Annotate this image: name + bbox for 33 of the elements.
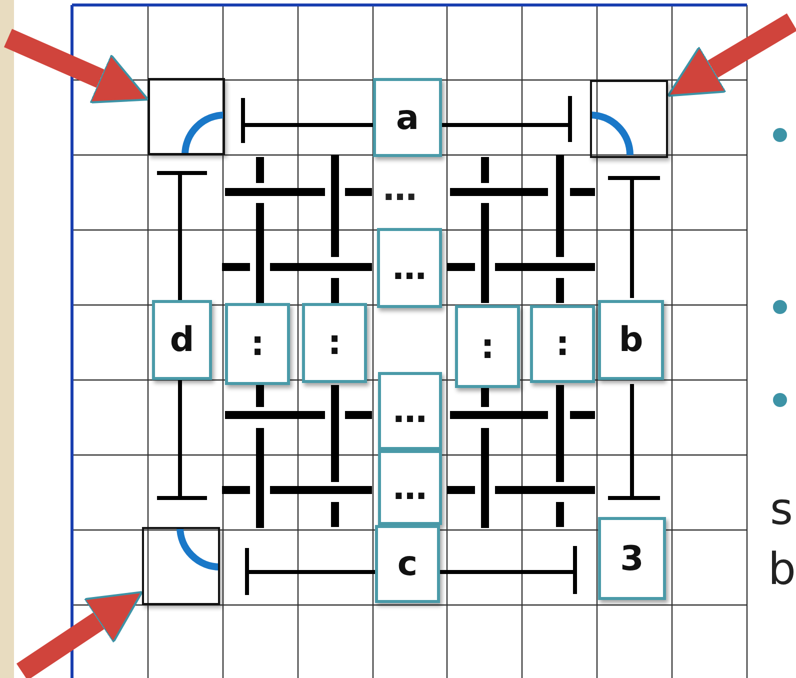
box-label: … — [393, 394, 427, 428]
box-label: … — [393, 470, 427, 504]
box-label: a — [396, 100, 419, 134]
arrow — [4, 28, 150, 104]
label-box — [377, 228, 442, 308]
label-box — [378, 450, 442, 525]
label-box — [302, 303, 367, 383]
arrow — [16, 590, 144, 678]
label-box — [598, 517, 666, 600]
label-box — [455, 305, 520, 388]
label-box — [373, 78, 442, 157]
box-label: : — [480, 330, 494, 364]
label-box — [378, 372, 442, 450]
text-label: s — [770, 488, 793, 532]
label-box — [375, 525, 440, 603]
box-label: b — [618, 323, 644, 357]
label-box — [225, 303, 290, 385]
box-label: … — [392, 251, 426, 285]
corner-box — [148, 78, 225, 155]
box-label: d — [170, 323, 194, 357]
arrow — [666, 13, 796, 97]
label-box — [152, 300, 212, 380]
box-label: : — [250, 327, 264, 361]
box-label: 3 — [620, 542, 644, 576]
corner-box — [590, 80, 668, 158]
box-label: : — [328, 326, 342, 360]
box-label: : — [556, 327, 570, 361]
text-label: b — [768, 548, 796, 592]
label-box — [530, 305, 595, 383]
text-label: … — [383, 172, 417, 206]
label-box — [598, 300, 664, 380]
corner-box — [142, 527, 220, 605]
box-label: c — [397, 547, 418, 581]
